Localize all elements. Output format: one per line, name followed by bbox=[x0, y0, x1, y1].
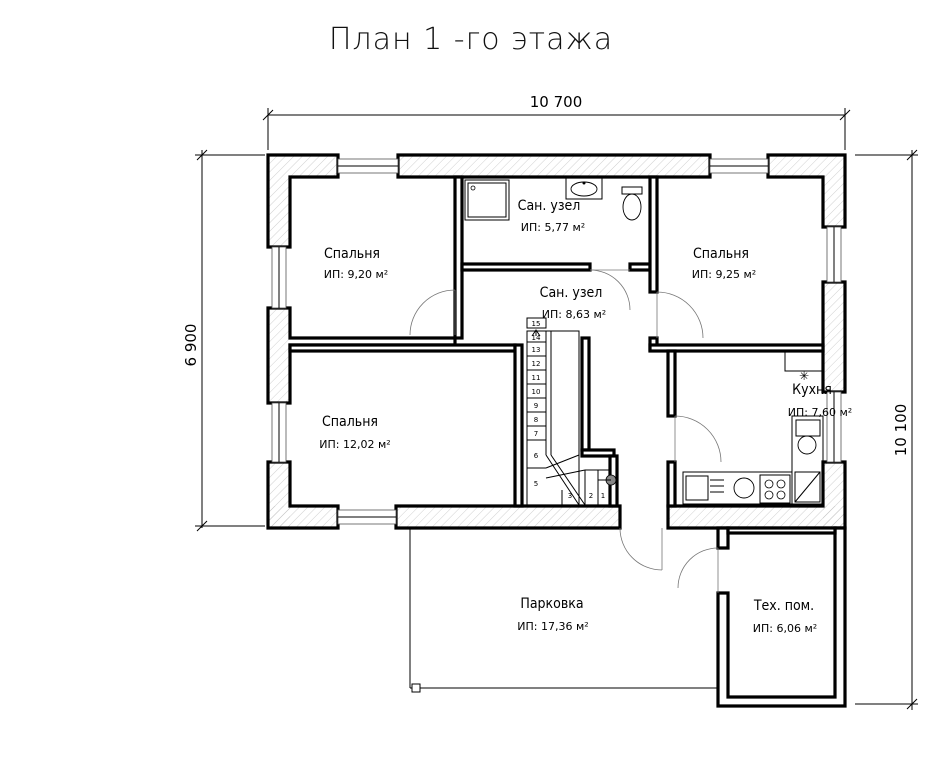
svg-text:ИП: 5,77 м²: ИП: 5,77 м² bbox=[521, 221, 585, 234]
room-tech: Тех. пом. ИП: 6,06 м² bbox=[753, 598, 817, 635]
svg-text:8: 8 bbox=[534, 416, 538, 424]
svg-text:ИП: 17,36 м²: ИП: 17,36 м² bbox=[517, 620, 588, 633]
plan-title: План 1 -го этажа bbox=[328, 22, 614, 57]
tech-room-walls bbox=[716, 526, 847, 708]
svg-text:Спальня: Спальня bbox=[693, 246, 749, 262]
room-parking: Парковка ИП: 17,36 м² bbox=[517, 596, 588, 633]
svg-text:7: 7 bbox=[534, 430, 538, 438]
room-bedroom-2: Спальня ИП: 9,25 м² bbox=[692, 246, 756, 281]
svg-text:ИП: 9,20 м²: ИП: 9,20 м² bbox=[324, 268, 388, 281]
svg-text:Кухня: Кухня bbox=[792, 382, 832, 398]
dimension-right-label: 10 100 bbox=[892, 404, 910, 457]
svg-text:11: 11 bbox=[532, 374, 541, 382]
interior-walls bbox=[288, 175, 825, 508]
kitchen-counter: ✳ bbox=[682, 369, 824, 505]
svg-text:15: 15 bbox=[532, 320, 541, 328]
svg-text:Сан. узел: Сан. узел bbox=[518, 198, 581, 214]
shower-icon bbox=[464, 179, 510, 221]
fridge-icon bbox=[795, 419, 821, 455]
room-bathroom-2: Сан. узел ИП: 8,63 м² bbox=[540, 285, 607, 321]
room-bathroom-1: Сан. узел ИП: 5,77 м² bbox=[518, 198, 586, 234]
svg-text:Тех. пом.: Тех. пом. bbox=[753, 598, 814, 614]
svg-text:ИП: 8,63 м²: ИП: 8,63 м² bbox=[542, 308, 606, 321]
svg-text:Спальня: Спальня bbox=[324, 246, 380, 262]
stove-icon bbox=[759, 474, 791, 504]
dishwasher-icon bbox=[733, 477, 755, 499]
corner-unit-icon bbox=[794, 471, 821, 503]
sink-icon bbox=[565, 176, 603, 200]
staircase: 15 14 13 12 11 10 9 8 7 6 5 3 2 bbox=[526, 317, 617, 506]
dimension-left bbox=[195, 149, 265, 532]
dimension-top-label: 10 700 bbox=[530, 93, 583, 111]
windows bbox=[271, 158, 842, 525]
svg-text:10: 10 bbox=[532, 388, 541, 396]
svg-text:Сан. узел: Сан. узел bbox=[540, 285, 603, 301]
hood-icon: ✳ bbox=[799, 369, 809, 383]
toilet-icon bbox=[621, 186, 643, 221]
sink-icon bbox=[685, 475, 724, 501]
svg-text:ИП: 6,06 м²: ИП: 6,06 м² bbox=[753, 622, 817, 635]
svg-text:6: 6 bbox=[534, 452, 539, 460]
room-kitchen: Кухня ИП: 7,60 м² bbox=[788, 382, 852, 419]
parking-outline bbox=[409, 528, 718, 693]
svg-text:ИП: 7,60 м²: ИП: 7,60 м² bbox=[788, 406, 852, 419]
svg-text:1: 1 bbox=[601, 492, 605, 500]
room-bedroom-3: Спальня ИП: 12,02 м² bbox=[319, 414, 390, 451]
dimension-right bbox=[855, 149, 918, 710]
svg-text:13: 13 bbox=[532, 346, 541, 354]
svg-text:2: 2 bbox=[589, 492, 593, 500]
dimension-left-label: 6 900 bbox=[182, 324, 200, 367]
room-bedroom-1: Спальня ИП: 9,20 м² bbox=[324, 246, 388, 281]
svg-text:ИП: 9,25 м²: ИП: 9,25 м² bbox=[692, 268, 756, 281]
svg-text:12: 12 bbox=[532, 360, 541, 368]
svg-text:Парковка: Парковка bbox=[520, 596, 583, 612]
dimension-top bbox=[262, 108, 851, 150]
svg-text:3: 3 bbox=[568, 492, 572, 500]
svg-text:9: 9 bbox=[534, 402, 538, 410]
svg-text:14: 14 bbox=[532, 334, 541, 342]
doors bbox=[409, 269, 722, 593]
svg-text:ИП: 12,02 м²: ИП: 12,02 м² bbox=[319, 438, 390, 451]
svg-text:5: 5 bbox=[534, 480, 538, 488]
svg-text:Спальня: Спальня bbox=[322, 414, 378, 430]
